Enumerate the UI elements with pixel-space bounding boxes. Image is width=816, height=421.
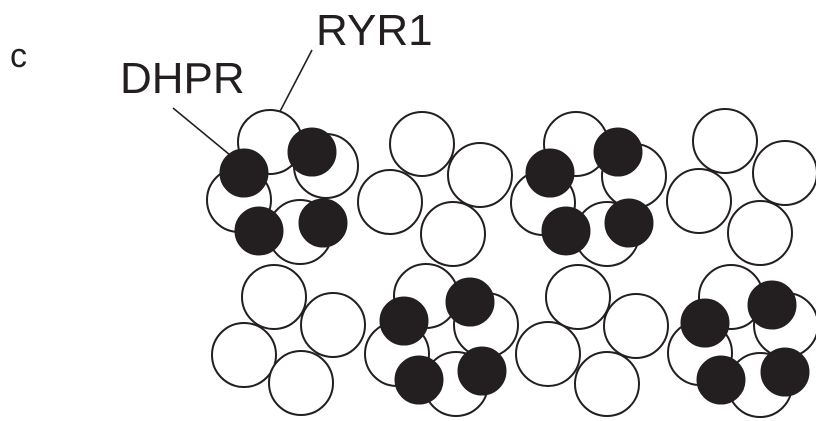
- ryr1-label: RYR1: [316, 6, 433, 55]
- ryr1-circle: [357, 169, 423, 235]
- ryr1-circle: [447, 142, 513, 208]
- dhpr-circle: [541, 206, 591, 256]
- ryr1-circle: [420, 201, 486, 267]
- dhpr-label: DHPR: [120, 54, 245, 103]
- dhpr-leader-line: [172, 107, 231, 156]
- ryr1-circle: [692, 108, 758, 174]
- channel-array: [206, 108, 816, 418]
- dhpr-circle: [457, 346, 507, 396]
- ryr1-circle: [300, 292, 366, 358]
- dhpr-circle: [747, 280, 797, 330]
- dhpr-circle: [394, 355, 444, 405]
- ryr1-circle: [727, 200, 793, 266]
- dhpr-circle: [604, 198, 654, 248]
- dhpr-circle: [445, 277, 495, 327]
- ryr1-circle: [752, 140, 816, 206]
- ryr1-circle: [666, 168, 732, 234]
- ryr1-circle: [515, 321, 581, 387]
- ryr1-circle: [211, 322, 277, 388]
- ryr1-circle: [268, 350, 334, 416]
- dhpr-circle: [680, 298, 730, 348]
- dhpr-circle: [525, 148, 575, 198]
- dhpr-circle: [379, 296, 429, 346]
- dhpr-circle: [298, 198, 348, 248]
- ryr1-circle: [603, 293, 669, 359]
- dhpr-circle: [287, 127, 337, 177]
- dhpr-circle: [219, 148, 269, 198]
- dhpr-circle: [760, 347, 810, 397]
- ryr1-circle: [574, 351, 640, 417]
- dhpr-circle: [234, 206, 284, 256]
- ryr1-circle: [389, 111, 455, 177]
- panel-label: c: [10, 37, 27, 75]
- dhpr-circle: [696, 355, 746, 405]
- ryr1-circle: [241, 264, 307, 330]
- dhpr-circle: [593, 127, 643, 177]
- ryr1-circle: [545, 264, 611, 330]
